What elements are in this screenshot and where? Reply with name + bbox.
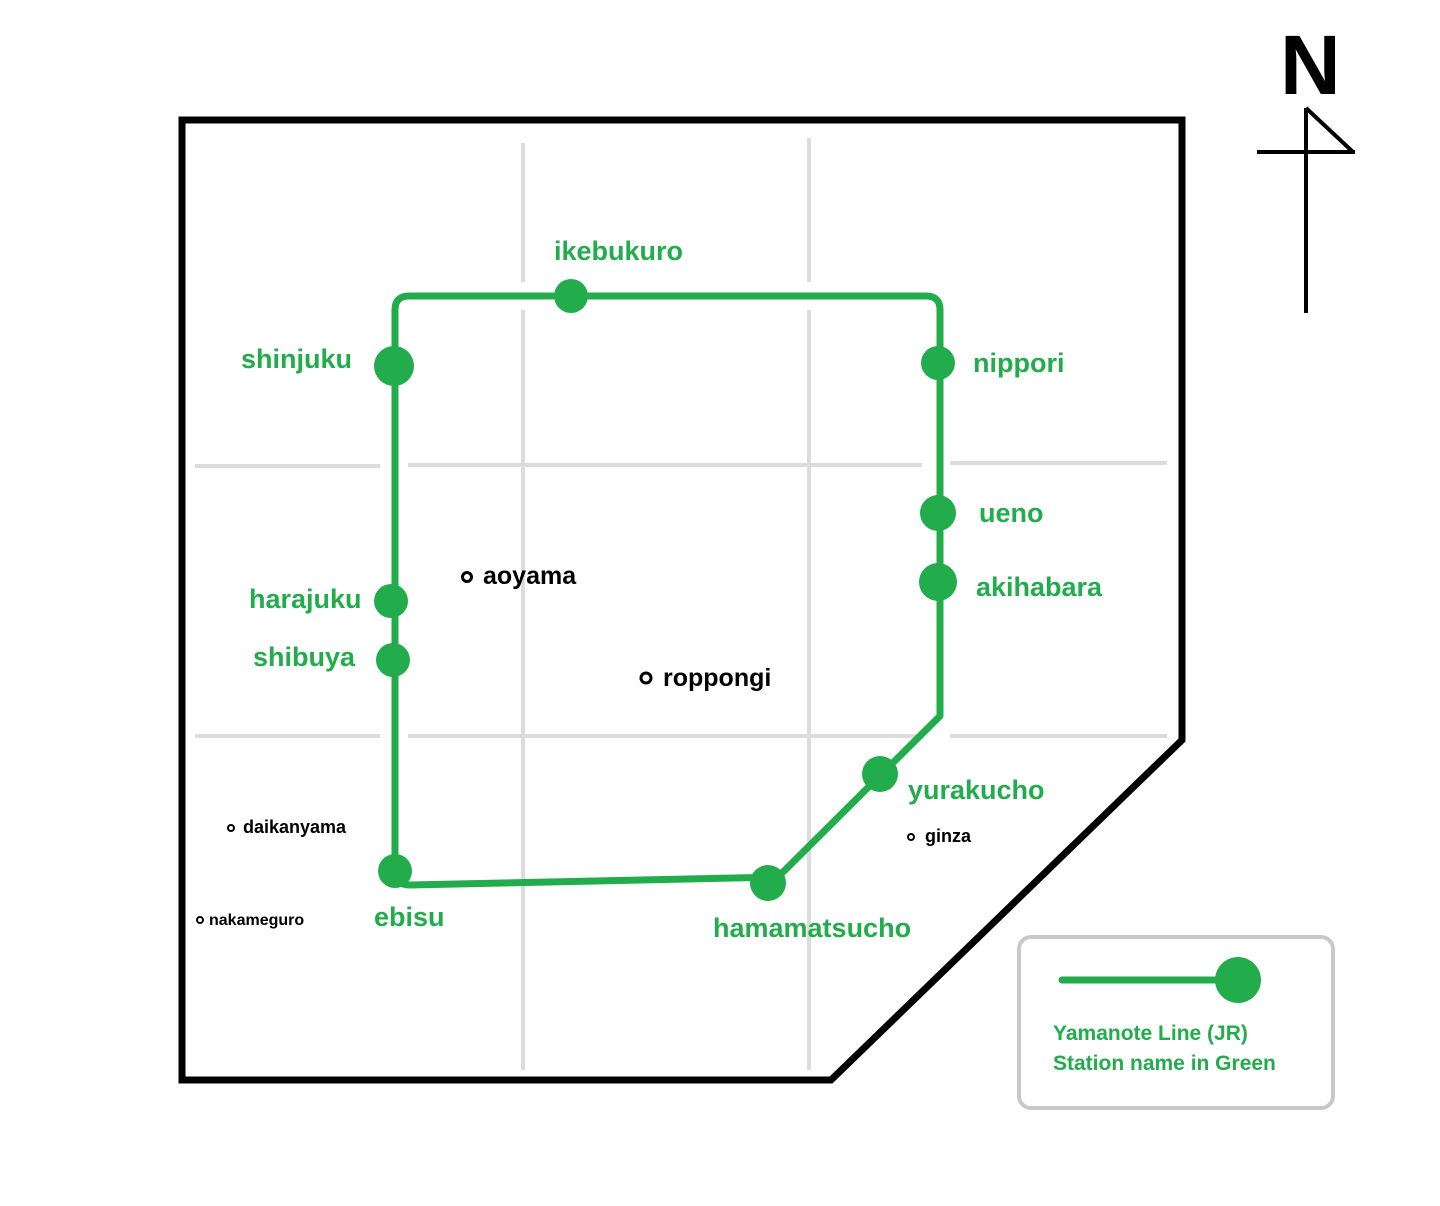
place-label-roppongi: roppongi xyxy=(663,664,771,692)
station-label-harajuku: harajuku xyxy=(249,584,362,614)
station-marker-ueno[interactable] xyxy=(920,495,956,531)
place-marker-aoyama[interactable] xyxy=(461,571,473,583)
station-label-yurakucho: yurakucho xyxy=(908,775,1045,805)
map-grid xyxy=(195,138,1167,1070)
station-marker-harajuku[interactable] xyxy=(374,584,408,618)
station-markers xyxy=(374,279,957,901)
place-markers xyxy=(196,571,915,924)
station-label-nippori: nippori xyxy=(973,348,1064,378)
place-marker-roppongi[interactable] xyxy=(639,671,653,685)
legend: Yamanote Line (JR) Station name in Green xyxy=(1017,935,1335,1110)
place-marker-nakameguro[interactable] xyxy=(196,916,204,924)
place-label-nakameguro: nakameguro xyxy=(209,912,304,929)
station-marker-yurakucho[interactable] xyxy=(862,756,898,792)
station-label-ebisu: ebisu xyxy=(374,902,445,932)
station-label-shinjuku: shinjuku xyxy=(241,344,352,374)
map-boundary xyxy=(178,116,1186,1084)
yamanote-line xyxy=(391,292,944,889)
north-arrow-icon xyxy=(1257,106,1355,313)
place-marker-ginza[interactable] xyxy=(907,833,915,841)
station-label-ikebukuro: ikebukuro xyxy=(554,236,683,266)
compass-north-letter: N xyxy=(1280,18,1341,112)
station-marker-shinjuku[interactable] xyxy=(374,346,414,386)
station-marker-akihabara[interactable] xyxy=(919,563,957,601)
legend-station-note: Station name in Green xyxy=(1053,1052,1276,1075)
station-marker-ebisu[interactable] xyxy=(378,854,412,888)
station-label-ueno: ueno xyxy=(979,498,1044,528)
station-label-akihabara: akihabara xyxy=(976,572,1103,602)
station-label-shibuya: shibuya xyxy=(253,642,356,672)
station-label-hamamatsucho: hamamatsucho xyxy=(713,913,911,943)
legend-line-name: Yamanote Line (JR) xyxy=(1053,1022,1248,1045)
compass: N xyxy=(1257,18,1355,313)
place-marker-daikanyama[interactable] xyxy=(227,824,235,832)
station-marker-hamamatsucho[interactable] xyxy=(750,865,786,901)
station-marker-nippori[interactable] xyxy=(921,346,955,380)
place-label-daikanyama: daikanyama xyxy=(243,817,347,837)
place-label-ginza: ginza xyxy=(925,826,972,846)
place-label-aoyama: aoyama xyxy=(483,562,577,590)
legend-station-sample xyxy=(1215,957,1261,1003)
station-marker-ikebukuro[interactable] xyxy=(554,279,588,313)
station-marker-shibuya[interactable] xyxy=(376,643,410,677)
